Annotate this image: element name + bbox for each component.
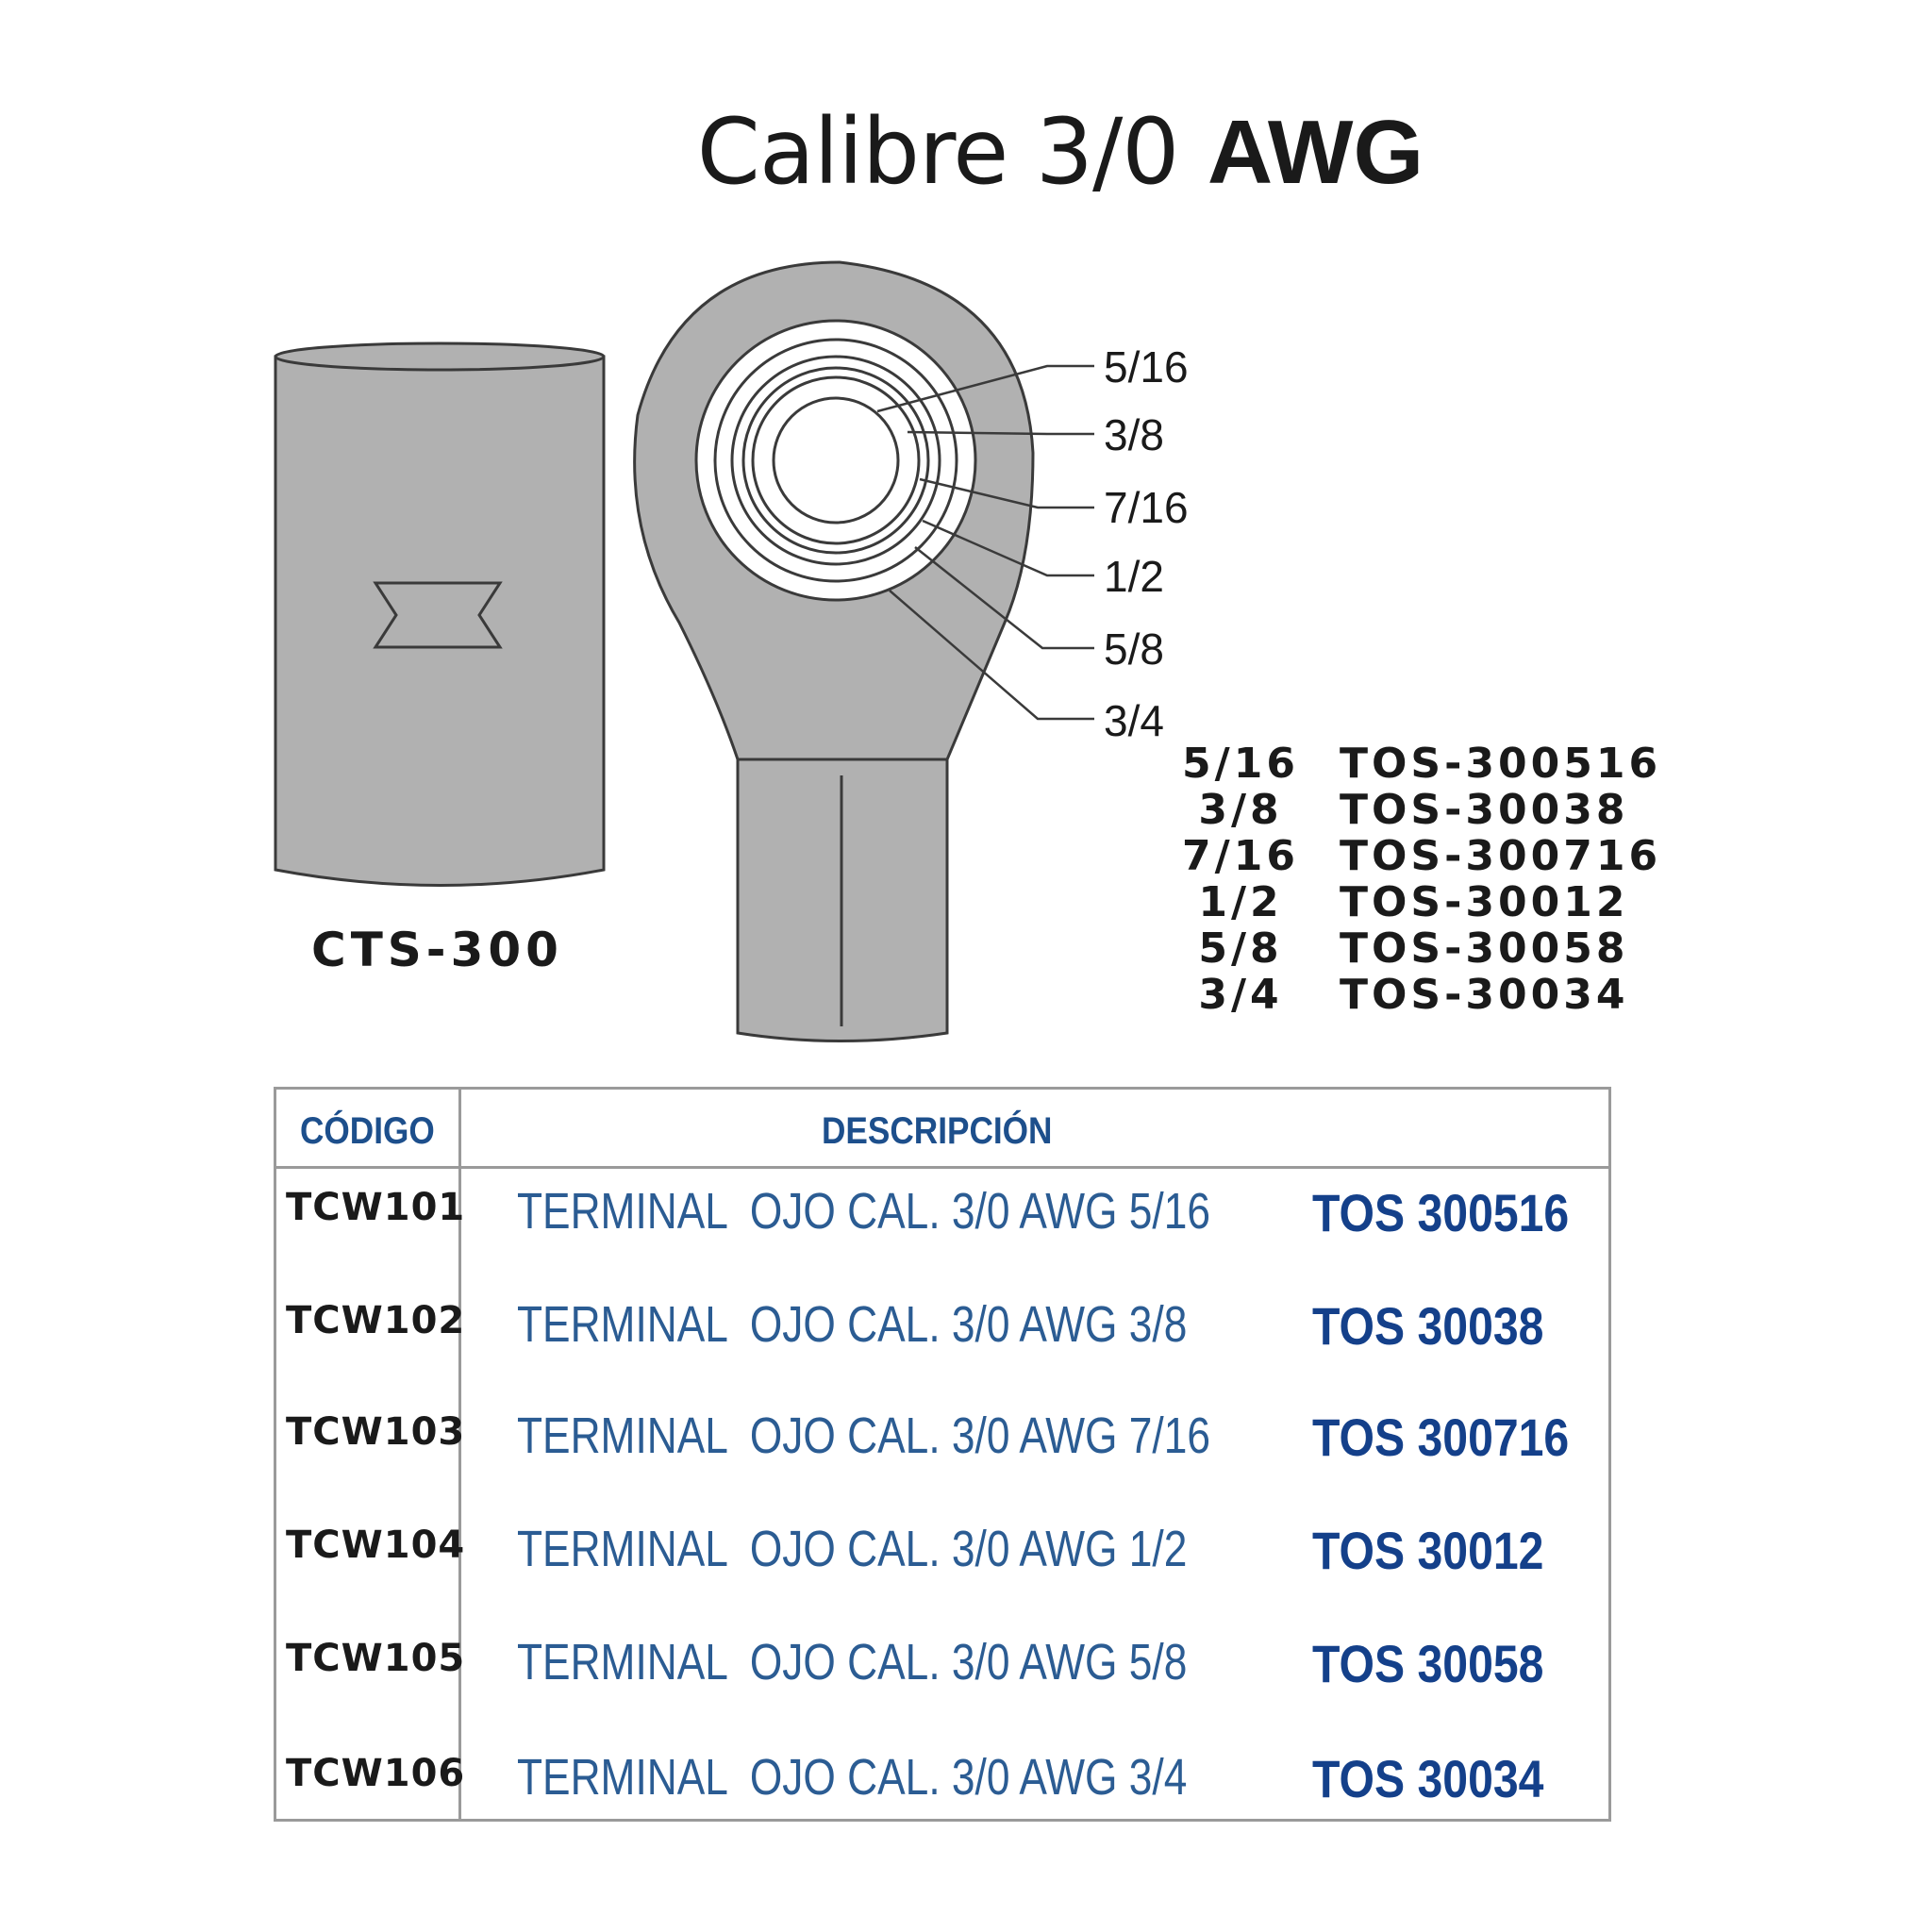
size-value: 1/2: [1198, 878, 1283, 926]
size-part-row: 1/2 TOS-30012: [1179, 879, 1661, 925]
row-code: TCW105: [286, 1637, 466, 1680]
table-row: TCW105 TERMINAL OJO CAL. 3/0 AWG 5/8 TOS…: [276, 1634, 1608, 1693]
row-reference: TOS 30038: [1312, 1296, 1544, 1356]
splice-part-label: CTS-300: [311, 923, 563, 977]
ring-terminal-illustration: [633, 260, 1094, 1042]
row-description: TERMINAL OJO CAL. 3/0 AWG 3/8: [517, 1296, 1188, 1353]
ring-label-3-4: 3/4: [1104, 696, 1164, 745]
header-divider: [276, 1166, 1608, 1169]
row-reference: TOS 300516: [1312, 1183, 1570, 1242]
part-number: TOS-30038: [1340, 786, 1629, 834]
table-row: TCW101 TERMINAL OJO CAL. 3/0 AWG 5/16 TO…: [276, 1183, 1608, 1242]
ring-label-5-16: 5/16: [1104, 342, 1189, 391]
size-value: 3/4: [1198, 971, 1283, 1019]
ring-5-16-circle: [772, 396, 900, 525]
row-code: TCW104: [286, 1524, 466, 1567]
ring-label-7-16: 7/16: [1104, 483, 1189, 532]
size-value: 5/16: [1182, 740, 1299, 788]
part-number: TOS-30034: [1340, 971, 1629, 1019]
row-description: TERMINAL OJO CAL. 3/0 AWG 5/8: [517, 1634, 1188, 1690]
row-code: TCW101: [286, 1186, 466, 1229]
table-row: TCW102 TERMINAL OJO CAL. 3/0 AWG 3/8 TOS…: [276, 1296, 1608, 1356]
size-value: 3/8: [1198, 786, 1283, 834]
row-reference: TOS 30058: [1312, 1634, 1544, 1693]
ring-label-1-2: 1/2: [1104, 552, 1164, 601]
part-number: TOS-300516: [1340, 740, 1662, 788]
row-code: TCW106: [286, 1752, 466, 1795]
size-part-row: 5/8 TOS-30058: [1179, 925, 1661, 972]
size-part-row: 5/16 TOS-300516: [1179, 741, 1661, 787]
table-row: TCW104 TERMINAL OJO CAL. 3/0 AWG 1/2 TOS…: [276, 1521, 1608, 1580]
size-value: 7/16: [1182, 832, 1299, 880]
size-part-list: 5/16 TOS-300516 3/8 TOS-30038 7/16 TOS-3…: [1179, 741, 1661, 1018]
row-description: TERMINAL OJO CAL. 3/0 AWG 5/16: [517, 1183, 1210, 1240]
table-row: TCW103 TERMINAL OJO CAL. 3/0 AWG 7/16 TO…: [276, 1407, 1608, 1467]
table-row: TCW106 TERMINAL OJO CAL. 3/0 AWG 3/4 TOS…: [276, 1749, 1608, 1808]
header-code: CÓDIGO: [300, 1110, 435, 1152]
part-number: TOS-300716: [1340, 832, 1662, 880]
row-code: TCW102: [286, 1299, 466, 1342]
splice-sleeve-illustration: [274, 341, 606, 887]
row-description: TERMINAL OJO CAL. 3/0 AWG 7/16: [517, 1407, 1210, 1464]
ring-label-3-8: 3/8: [1104, 410, 1164, 459]
title-regular: Calibre 3/0: [696, 99, 1180, 205]
row-code: TCW103: [286, 1410, 466, 1454]
column-divider: [458, 1090, 461, 1819]
size-part-row: 3/4 TOS-30034: [1179, 972, 1661, 1018]
header-description: DESCRIPCIÓN: [822, 1110, 1053, 1152]
crimp-mark-icon: [373, 581, 503, 649]
row-reference: TOS 30012: [1312, 1521, 1544, 1580]
size-value: 5/8: [1198, 924, 1283, 973]
size-part-row: 3/8 TOS-30038: [1179, 787, 1661, 833]
row-reference: TOS 300716: [1312, 1407, 1570, 1467]
ring-label-5-8: 5/8: [1104, 625, 1164, 674]
part-number: TOS-30012: [1340, 878, 1629, 926]
page-title: Calibre 3/0 AWG: [0, 99, 1932, 205]
row-reference: TOS 30034: [1312, 1749, 1544, 1808]
row-description: TERMINAL OJO CAL. 3/0 AWG 3/4: [517, 1749, 1188, 1806]
part-number: TOS-30058: [1340, 924, 1629, 973]
title-bold: AWG: [1207, 102, 1424, 203]
size-part-row: 7/16 TOS-300716: [1179, 833, 1661, 879]
leader-lines: [876, 364, 1094, 721]
row-description: TERMINAL OJO CAL. 3/0 AWG 1/2: [517, 1521, 1188, 1577]
product-table: CÓDIGO DESCRIPCIÓN TCW101 TERMINAL OJO C…: [274, 1087, 1611, 1822]
